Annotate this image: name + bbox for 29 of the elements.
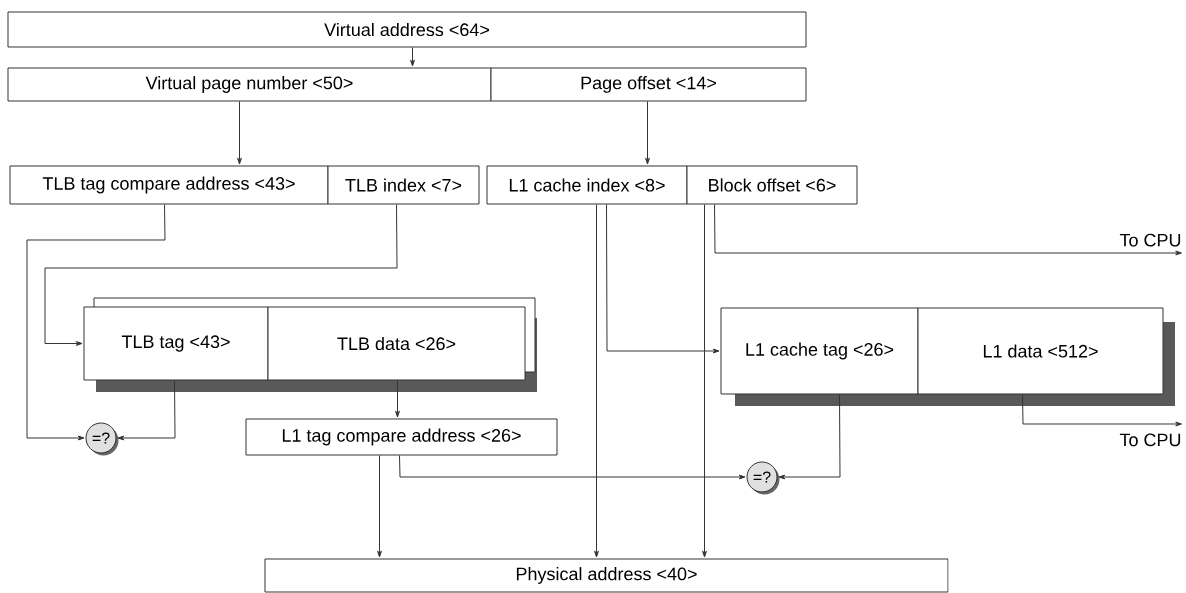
arrow: [237, 101, 242, 165]
arrow: [410, 47, 415, 67]
arrow: [377, 455, 382, 558]
arrow: [117, 380, 176, 441]
address-field: L1 cache index <8>: [486, 165, 688, 205]
address-field: Page offset <14>: [490, 67, 807, 102]
arrow: [645, 101, 650, 165]
arrow: [778, 394, 841, 480]
address-field: TLB index <7>: [327, 165, 480, 205]
address-field: L1 tag compare address <26>: [245, 418, 558, 456]
arrow: [606, 204, 720, 354]
address-field: Physical address <40>: [264, 558, 949, 593]
edge-label: To CPU: [1118, 232, 1183, 248]
table-cell: L1 data <512>: [917, 307, 1175, 406]
arrow: [399, 455, 746, 480]
arrow: [714, 204, 1182, 256]
address-field: Virtual page number <50>: [7, 67, 492, 102]
arrow: [44, 204, 398, 346]
table-cell: TLB data <26>: [267, 306, 526, 381]
arrow: [1022, 394, 1182, 427]
address-field: Block offset <6>: [686, 165, 858, 205]
arrow: [594, 204, 599, 558]
arrow: [395, 380, 400, 418]
arrow: [26, 204, 166, 441]
arrow: [702, 204, 707, 558]
table-cell: TLB tag <43>: [83, 306, 269, 381]
address-field: Virtual address <64>: [7, 11, 807, 48]
edge-label: To CPU: [1118, 432, 1183, 448]
table-cell: L1 cache tag <26>: [720, 307, 919, 406]
